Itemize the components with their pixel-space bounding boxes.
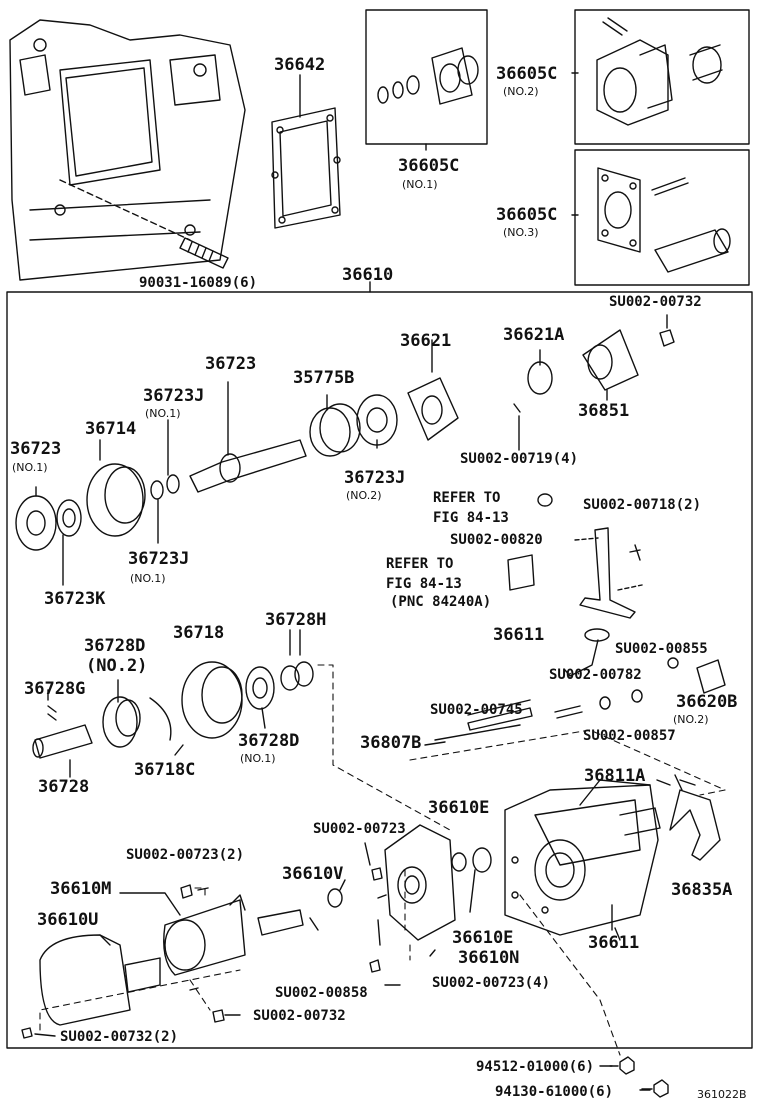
label-refer-to-1: REFER TO bbox=[433, 490, 501, 506]
label-36605c-no2: 36605C bbox=[496, 64, 558, 84]
label-su002-00723-a: SU002-00723 bbox=[313, 821, 406, 837]
label-36723-no1: 36723 bbox=[10, 439, 62, 459]
label-no2: (NO.2) bbox=[503, 85, 539, 98]
label-36723: 36723 bbox=[205, 354, 257, 374]
shaft-assembly bbox=[15, 314, 675, 586]
label-36605c-no1: 36605C bbox=[398, 156, 460, 176]
label-36610v: 36610V bbox=[282, 864, 344, 884]
cover-plate bbox=[369, 824, 492, 973]
stud-bolt bbox=[179, 237, 229, 269]
label-36728d-no1: 36728D bbox=[238, 731, 300, 751]
label-su002-00732-a: SU002-00732 bbox=[253, 1008, 346, 1024]
label-90031-16089: 90031-16089(6) bbox=[139, 275, 258, 291]
label-36723j-no1: 36723J bbox=[128, 549, 190, 569]
label-su002-00723-2: SU002-00723(2) bbox=[126, 847, 245, 863]
label-36642: 36642 bbox=[274, 55, 326, 75]
label-36723j-no2: 36723J bbox=[344, 468, 406, 488]
inset-no2-parts bbox=[571, 17, 723, 126]
bottom-nuts bbox=[609, 1056, 669, 1098]
label-su002-00732-2: SU002-00732(2) bbox=[60, 1029, 179, 1045]
label-35775b: 35775B bbox=[293, 368, 355, 388]
label-36620b: 36620B bbox=[676, 692, 738, 712]
label-su002-00723-4: SU002-00723(4) bbox=[432, 975, 551, 991]
label-36807b: 36807B bbox=[360, 733, 422, 753]
label-no2-b: (NO.2) bbox=[346, 489, 382, 502]
inset-no3-parts bbox=[571, 167, 731, 273]
label-su002-00745: SU002-00745 bbox=[430, 702, 523, 718]
label-36728g: 36728G bbox=[24, 679, 86, 699]
label-fig-84-13-1: FIG 84-13 bbox=[433, 510, 509, 526]
label-fig-84-13-2: FIG 84-13 bbox=[386, 576, 462, 592]
actuator-parts bbox=[21, 884, 343, 1039]
label-su002-00732-top: SU002-00732 bbox=[609, 294, 702, 310]
label-36610e-a: 36610E bbox=[428, 798, 490, 818]
label-36610u: 36610U bbox=[37, 910, 99, 930]
label-36611-a: 36611 bbox=[493, 625, 545, 645]
label-su002-00820: SU002-00820 bbox=[450, 532, 543, 548]
label-su002-00858: SU002-00858 bbox=[275, 985, 368, 1001]
label-36728h: 36728H bbox=[265, 610, 327, 630]
gear-assembly bbox=[32, 661, 721, 861]
label-su002-00718: SU002-00718(2) bbox=[583, 497, 702, 513]
gasket-36642 bbox=[271, 74, 341, 229]
label-36621: 36621 bbox=[400, 331, 452, 351]
transmission-case bbox=[9, 19, 246, 281]
label-36723j-1: 36723J bbox=[143, 386, 205, 406]
label-36610m: 36610M bbox=[50, 879, 112, 899]
label-36728: 36728 bbox=[38, 777, 90, 797]
label-su002-00857: SU002-00857 bbox=[583, 728, 676, 744]
label-36714: 36714 bbox=[85, 419, 137, 439]
label-su002-00719: SU002-00719(4) bbox=[460, 451, 579, 467]
label-36718c: 36718C bbox=[134, 760, 196, 780]
inset-no1-parts bbox=[377, 47, 479, 151]
label-36718: 36718 bbox=[173, 623, 225, 643]
label-no2-c: (NO.2) bbox=[673, 713, 709, 726]
label-94512-01000: 94512-01000(6) bbox=[476, 1059, 595, 1075]
label-no1-e: (NO.1) bbox=[240, 752, 276, 765]
label-su002-00782: SU002-00782 bbox=[549, 667, 642, 683]
label-no1-b: (NO.1) bbox=[145, 407, 181, 420]
label-figure-code: 361022B bbox=[697, 1088, 747, 1101]
label-36851: 36851 bbox=[578, 401, 630, 421]
leader-lines bbox=[34, 629, 696, 1091]
label-94130-61000: 94130-61000(6) bbox=[495, 1084, 614, 1100]
label-no3: (NO.3) bbox=[503, 226, 539, 239]
label-no1: (NO.1) bbox=[402, 178, 438, 191]
assembly-frame bbox=[6, 291, 753, 1049]
label-no1-d: (NO.1) bbox=[130, 572, 166, 585]
label-36835a: 36835A bbox=[671, 880, 733, 900]
label-36723k: 36723K bbox=[44, 589, 106, 609]
label-refer-to-2: REFER TO bbox=[386, 556, 454, 572]
bracket-parts bbox=[507, 493, 726, 719]
inset-no3-box bbox=[574, 149, 750, 286]
inset-no2-box bbox=[574, 9, 750, 145]
label-36610e-b: 36610E bbox=[452, 928, 514, 948]
transfer-housing bbox=[504, 779, 661, 936]
label-36621a: 36621A bbox=[503, 325, 565, 345]
label-no1-c: (NO.1) bbox=[12, 461, 48, 474]
label-36605c-no3: 36605C bbox=[496, 205, 558, 225]
label-su002-00855: SU002-00855 bbox=[615, 641, 708, 657]
label-36610n: 36610N bbox=[458, 948, 520, 968]
label-pnc-84240a: (PNC 84240A) bbox=[390, 594, 492, 610]
label-36610: 36610 bbox=[342, 265, 394, 285]
label-no2-paren: (NO.2) bbox=[86, 656, 148, 676]
label-36811a: 36811A bbox=[584, 766, 646, 786]
label-36611-b: 36611 bbox=[588, 933, 640, 953]
label-36728d: 36728D bbox=[84, 636, 146, 656]
